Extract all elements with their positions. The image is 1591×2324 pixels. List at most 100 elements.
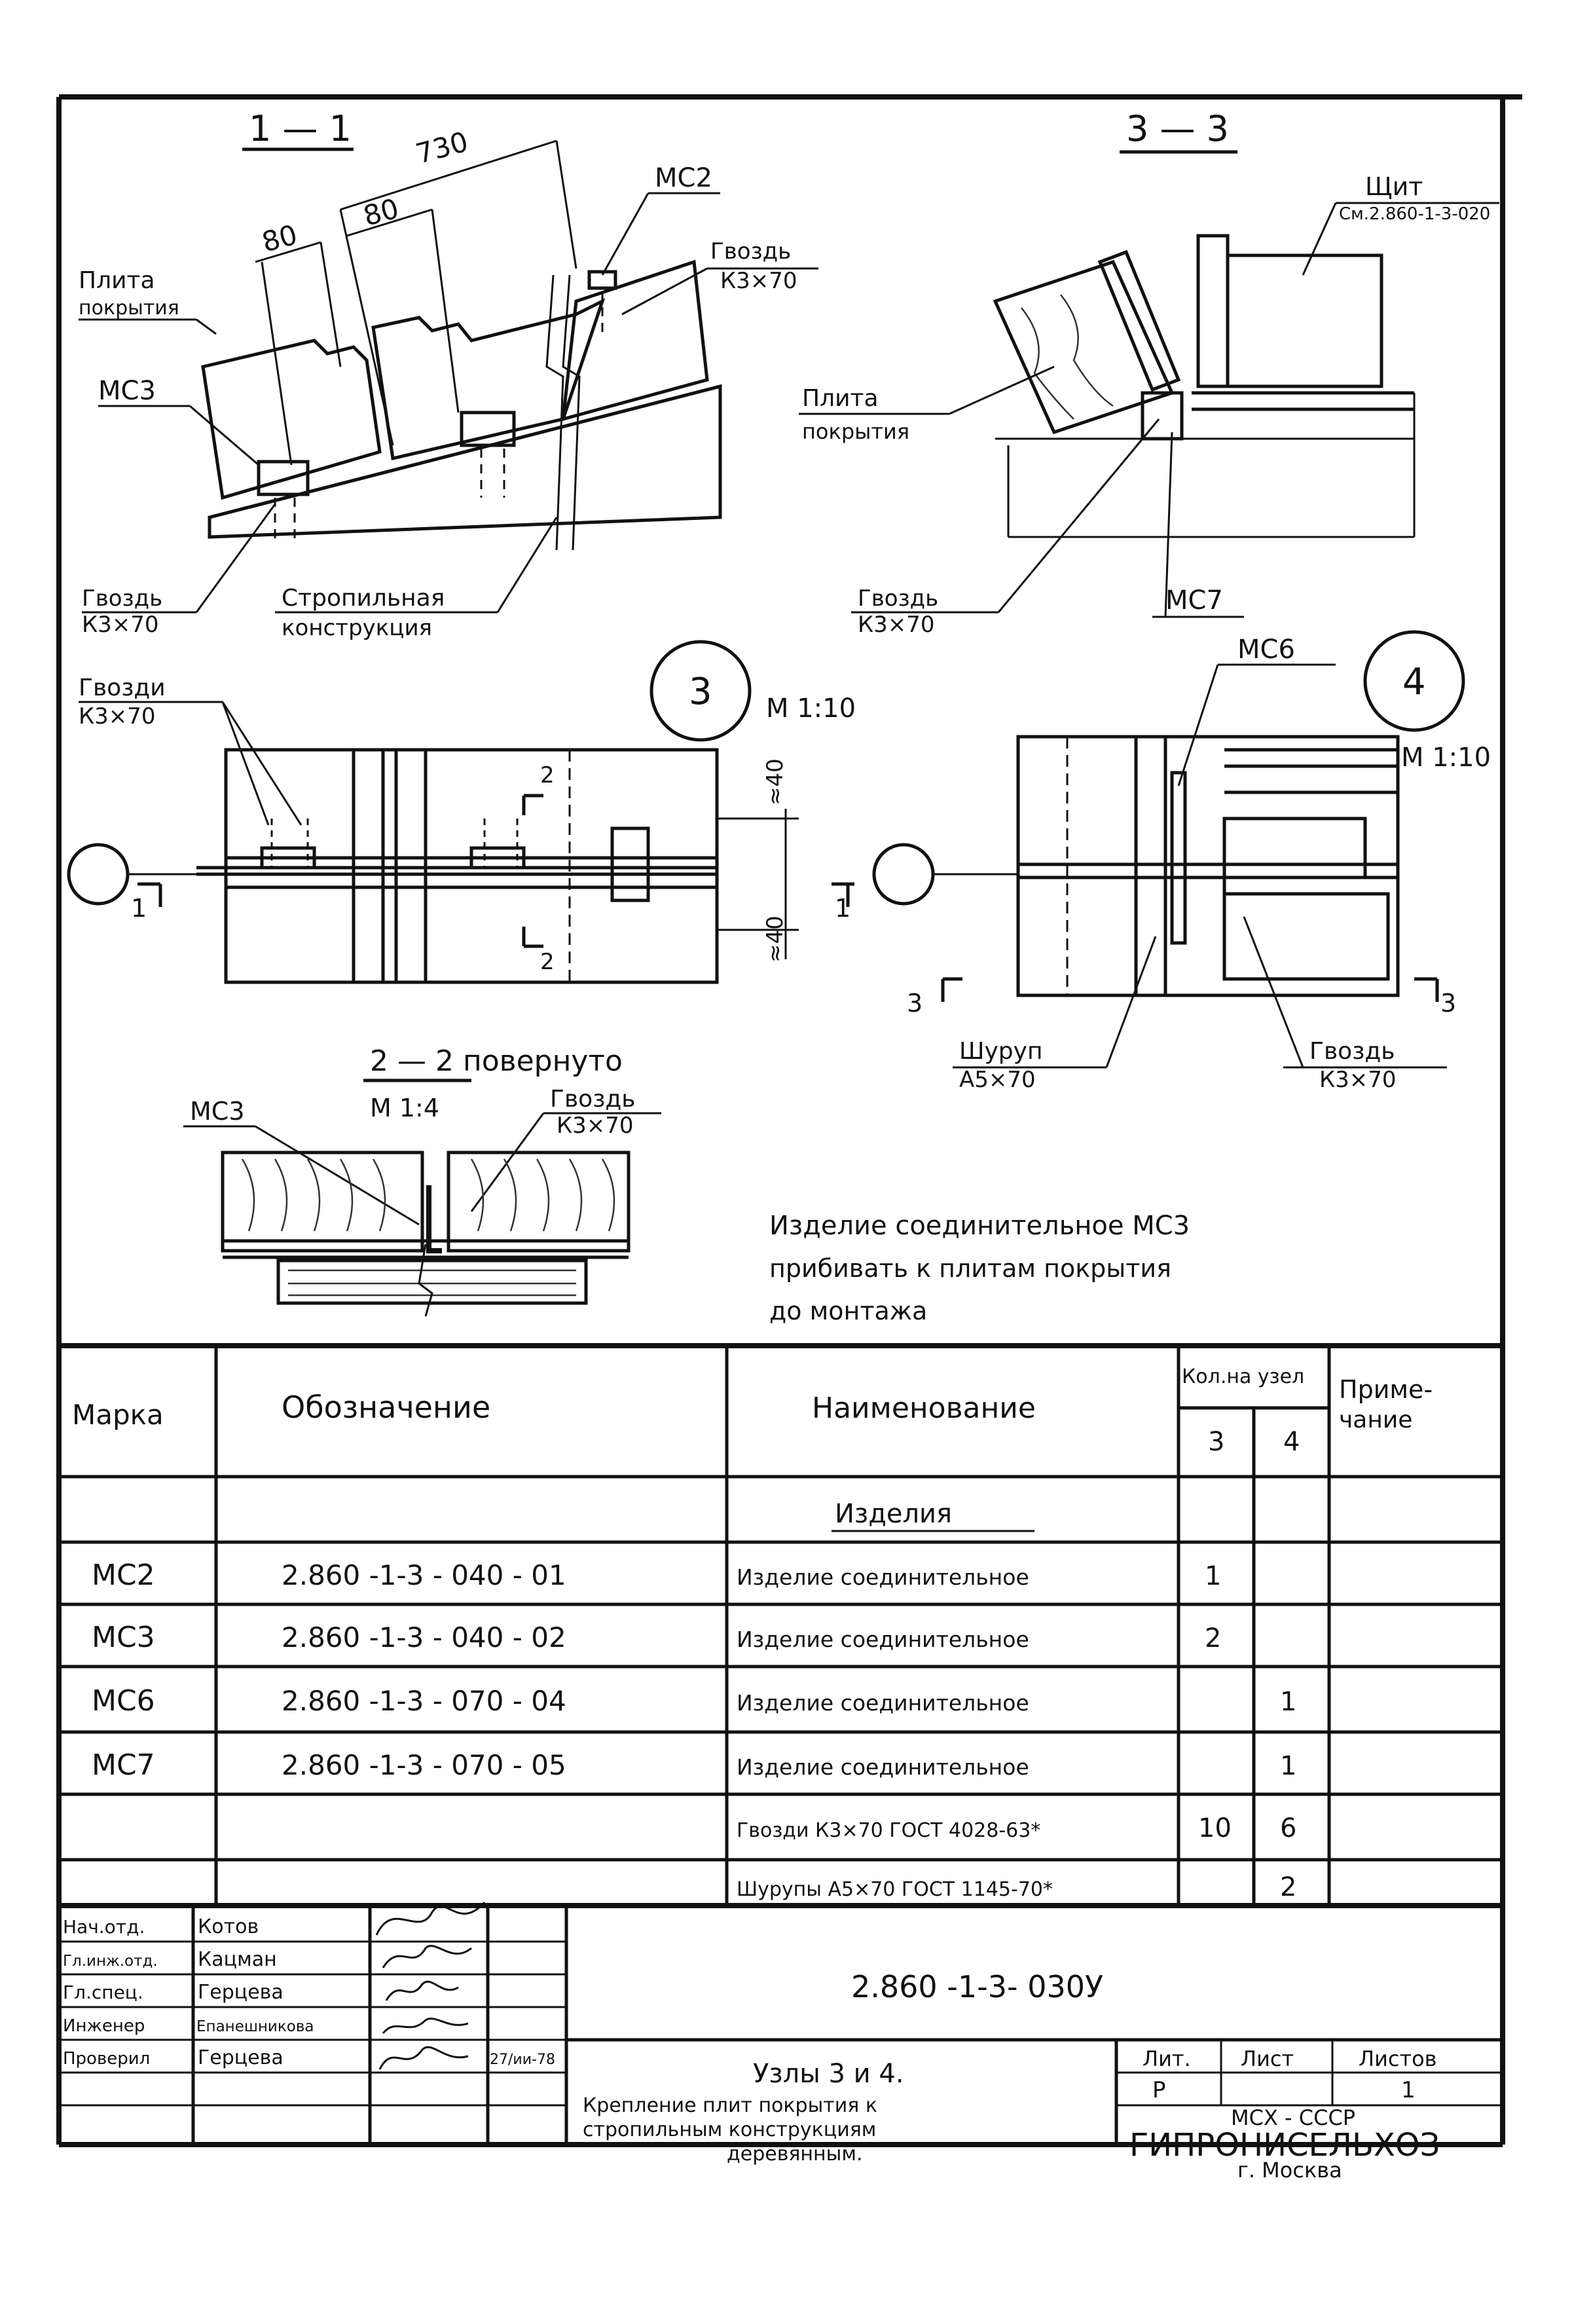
cut-3-left: 3 [907, 989, 923, 1018]
person-role: Гл.спец. [63, 1982, 143, 2003]
section-2-2-scale: М 1:4 [370, 1094, 439, 1122]
section-title: Изделия [835, 1499, 952, 1529]
table-row: Гвозди К3×70 ГОСТ 4028-63* 10 6 [737, 1813, 1296, 1843]
table-row: Шурупы А5×70 ГОСТ 1145-70* 2 [737, 1872, 1296, 1902]
label-plate-33-1: Плита [802, 385, 879, 412]
dim-80-left: 80 [259, 218, 301, 258]
signature [382, 2018, 469, 2034]
row-name: Изделие соединительное [737, 1564, 1029, 1590]
sheets-label: Листов [1359, 2046, 1437, 2071]
node-4-scale: М 1:10 [1401, 743, 1491, 773]
label-shield-2: См.2.860-1-3-020 [1339, 204, 1490, 224]
row-name: Изделие соединительное [737, 1754, 1029, 1780]
row-mark: МС3 [92, 1621, 155, 1654]
cut-bottom: 2 [540, 949, 555, 975]
row-name: Изделие соединительное [737, 1690, 1029, 1716]
section-1-1-title: 1 — 1 [249, 108, 352, 149]
header-mark: Марка [72, 1399, 164, 1431]
spec-table: Марка Обозначение Наименование Кол.на уз… [59, 1343, 1503, 1908]
label-nail-22-2: К3×70 [557, 1113, 634, 1139]
note-line-3: до монтажа [769, 1297, 927, 1325]
title-line-1: Узлы 3 и 4. [753, 2059, 904, 2089]
label-mc2: МС2 [655, 163, 712, 193]
note-line-2: прибивать к плитам покрытия [769, 1254, 1171, 1283]
row-name: Шурупы А5×70 ГОСТ 1145-70* [737, 1878, 1053, 1901]
node-3-scale: М 1:10 [766, 693, 856, 724]
label-mc3: МС3 [98, 376, 156, 406]
row-q3: 2 [1205, 1623, 1221, 1653]
cut-3-right: 3 [1440, 989, 1456, 1018]
org-top: МСХ - СССР [1231, 2105, 1355, 2130]
section-3-3-title: 3 — 3 [1126, 108, 1229, 149]
table-row: МС7 2.860 -1-3 - 070 - 05 Изделие соедин… [92, 1748, 1296, 1782]
node-3-number: 3 [689, 671, 712, 713]
title-block: 2.860 -1-3- 030У Нач.отд. Котов Гл.инж.о… [59, 1902, 1503, 2183]
label-nail-4-2: К3×70 [1319, 1067, 1397, 1093]
label-nail-22-1: Гвоздь [550, 1086, 635, 1113]
person-role: Гл.инж.отд. [63, 1953, 158, 1970]
node-4: 4 М 1:10 МС6 3 3 Шуруп А5×70 Гвоздь К3×7… [872, 630, 1491, 1093]
row-q4: 1 [1280, 1751, 1296, 1781]
table-row: МС6 2.860 -1-3 - 070 - 04 Изделие соедин… [92, 1684, 1296, 1718]
node-3: 3 М 1:10 Гвозди К3×70 ≈40 ≈40 1 [67, 640, 856, 984]
label-screw-2: А5×70 [959, 1067, 1036, 1093]
label-nail-top-1: Гвоздь [710, 238, 791, 265]
cut-left: 1 [131, 894, 147, 923]
header-name: Наименование [812, 1392, 1036, 1425]
section-2-2: 2 — 2 повернуто М 1:4 МС3 Гвоздь К3×70 [183, 1044, 661, 1317]
section-1-1: 1 — 1 730 80 80 Плита пок [79, 108, 818, 641]
signature [385, 1980, 459, 2001]
row-designation: 2.860 -1-3 - 070 - 04 [282, 1685, 566, 1717]
person-name: Герцева [198, 2046, 283, 2069]
title-line-4: деревянным. [727, 2143, 863, 2166]
title-line-3: стропильным конструкциям [583, 2118, 876, 2141]
lit-value: Р [1152, 2077, 1166, 2103]
signature [378, 2046, 469, 2070]
label-plate-33-2: покрытия [802, 419, 909, 444]
header-qty-4: 4 [1283, 1427, 1300, 1457]
section-2-2-title: 2 — 2 повернуто [370, 1044, 623, 1078]
row-mark: МС6 [92, 1684, 155, 1718]
label-plate-2: покрытия [79, 297, 179, 320]
sheets-value: 1 [1401, 2077, 1416, 2103]
label-mc3-22: МС3 [190, 1097, 245, 1126]
row-q3: 1 [1205, 1561, 1221, 1591]
table-row: МС2 2.860 -1-3 - 040 - 01 Изделие соедин… [92, 1559, 1221, 1592]
org-city: г. Москва [1237, 2158, 1342, 2183]
row-designation: 2.860 -1-3 - 040 - 02 [282, 1621, 566, 1653]
label-mc6: МС6 [1237, 635, 1295, 665]
table-row: МС3 2.860 -1-3 - 040 - 02 Изделие соедин… [92, 1621, 1221, 1654]
person-name: Котов [198, 1915, 259, 1938]
sign-date: 27/ии-78 [490, 2052, 555, 2068]
person-role: Инженер [63, 2016, 145, 2036]
signature [375, 1902, 486, 1936]
node-4-number: 4 [1402, 661, 1426, 703]
row-q4: 1 [1280, 1687, 1296, 1717]
person-name: Герцева [198, 1981, 283, 2004]
drawing-code: 2.860 -1-3- 030У [851, 1969, 1103, 2004]
sheet-frame [56, 94, 1522, 2147]
dim-upper: ≈40 [762, 758, 788, 805]
title-line-2: Крепление плит покрытия к [583, 2094, 877, 2117]
cut-right: 1 [835, 894, 850, 923]
label-rafter-2: конструкция [282, 615, 432, 641]
row-designation: 2.860 -1-3 - 070 - 05 [282, 1749, 566, 1781]
dim-lower: ≈40 [762, 915, 788, 963]
row-q4: 2 [1280, 1872, 1296, 1902]
label-nail-top-2: К3×70 [720, 268, 797, 294]
label-screw-1: Шуруп [959, 1038, 1043, 1065]
person-role: Нач.отд. [63, 1916, 145, 1938]
label-nail-33-2: К3×70 [858, 612, 935, 638]
header-qty: Кол.на узел [1182, 1365, 1304, 1388]
label-nail-4-1: Гвоздь [1309, 1038, 1395, 1065]
sheet-label: Лист [1241, 2046, 1294, 2071]
cut-top: 2 [540, 762, 555, 788]
label-shield-1: Щит [1365, 172, 1423, 201]
label-rafter-1: Стропильная [282, 585, 445, 612]
header-qty-3: 3 [1208, 1427, 1224, 1457]
label-nail-bottom-2: К3×70 [82, 612, 159, 638]
row-designation: 2.860 -1-3 - 040 - 01 [282, 1559, 566, 1591]
note-block: Изделие соединительное МС3 прибивать к п… [769, 1211, 1190, 1325]
header-designation: Обозначение [282, 1390, 490, 1425]
